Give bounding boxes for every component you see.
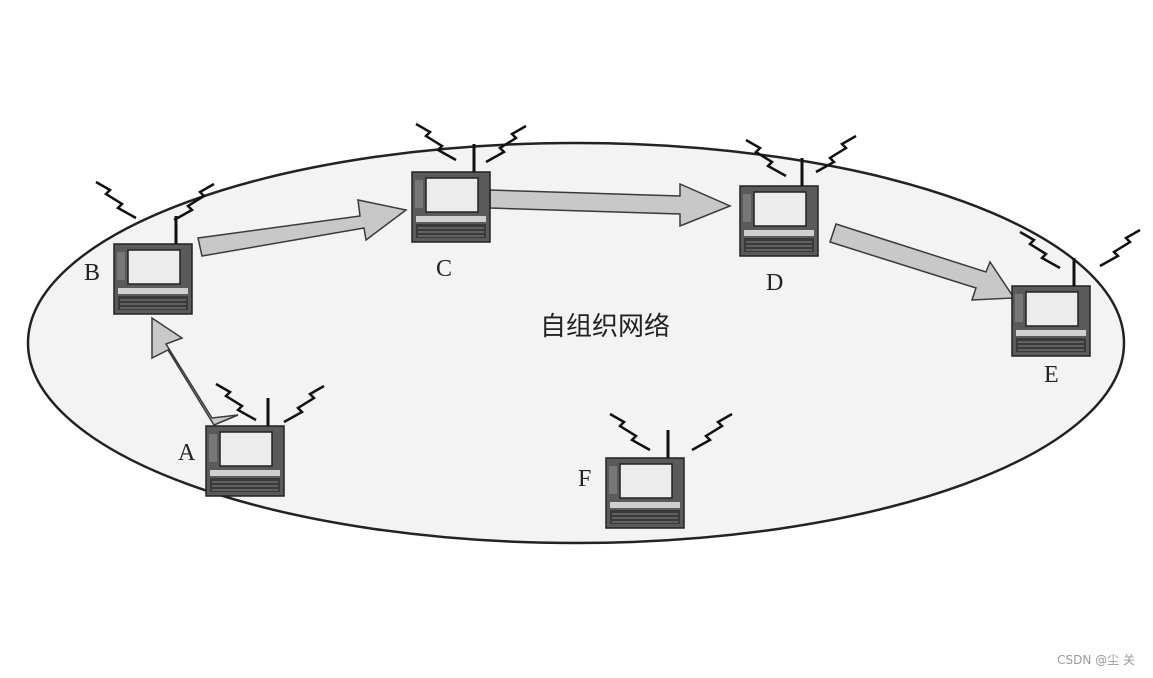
arrow-b-to-c — [197, 199, 408, 257]
node-label-f: F — [578, 466, 591, 492]
arrow-c-to-d — [489, 182, 732, 228]
node-label-e: E — [1044, 362, 1059, 388]
node-label-c: C — [436, 256, 452, 282]
node-label-a: A — [178, 440, 196, 466]
route-arrows — [151, 182, 1016, 426]
network-label: 自组织网络 — [540, 312, 670, 342]
node-label-b: B — [84, 260, 100, 286]
watermark: CSDN @尘 关 — [1057, 653, 1135, 667]
arrow-d-to-e — [829, 223, 1016, 301]
arrow-a-to-b — [151, 316, 239, 426]
node-label-d: D — [766, 270, 783, 296]
